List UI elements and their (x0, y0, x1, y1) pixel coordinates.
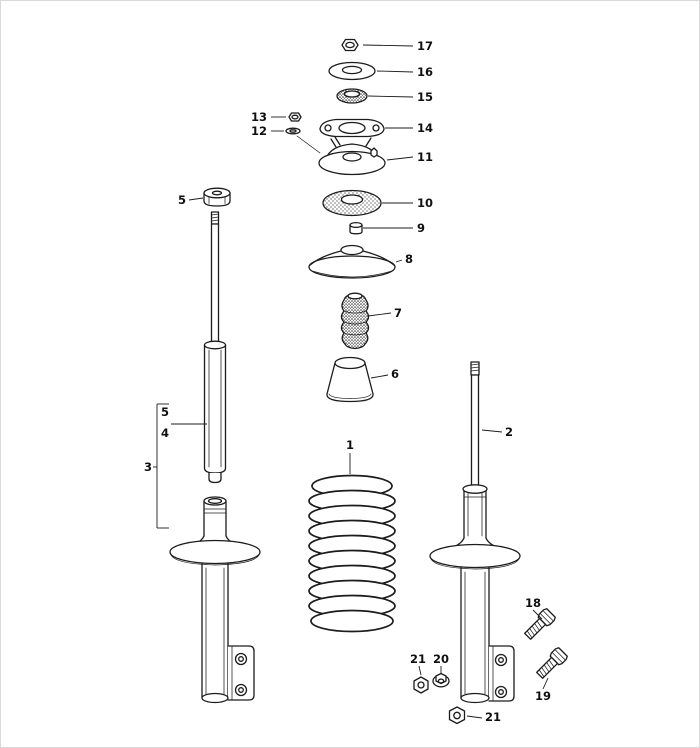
svg-text:5: 5 (178, 193, 186, 207)
callout-5-bracket: 5 (161, 405, 169, 419)
part-16-mount-cap (328, 61, 376, 81)
part-10-spring-seat-rubber (322, 189, 382, 217)
callout-20: 20 (433, 652, 449, 673)
callout-10: 10 (382, 196, 433, 210)
svg-text:9: 9 (417, 221, 425, 235)
svg-text:15: 15 (417, 90, 433, 104)
svg-text:3: 3 (144, 460, 152, 474)
part-18-bolt (521, 607, 557, 643)
callout-19: 19 (535, 677, 551, 703)
part-8-upper-spring-seat (308, 244, 396, 279)
svg-text:11: 11 (417, 150, 433, 164)
callout-2: 2 (481, 425, 513, 439)
callout-14: 14 (385, 121, 433, 135)
svg-text:21: 21 (485, 710, 501, 724)
svg-text:17: 17 (417, 39, 433, 53)
callout-12: 12 (251, 124, 284, 138)
part-13-nut (288, 112, 302, 122)
svg-text:14: 14 (417, 121, 433, 135)
svg-text:20: 20 (433, 652, 449, 666)
svg-text:4: 4 (161, 426, 169, 440)
stud-nut (370, 147, 378, 158)
callout-21-lower: 21 (466, 710, 501, 724)
callout-18: 18 (525, 596, 543, 620)
svg-text:5: 5 (161, 405, 169, 419)
part-11-strut-mount (318, 136, 386, 176)
svg-text:21: 21 (410, 652, 426, 666)
part-7-bump-stopper (340, 292, 370, 350)
part-4-shock-cartridge (203, 211, 227, 484)
callout-1: 1 (346, 438, 354, 474)
left-strut-housing (169, 496, 261, 704)
part-6-dust-boot (326, 356, 374, 403)
callout-6: 6 (370, 367, 399, 381)
svg-text:13: 13 (251, 110, 267, 124)
callout-11: 11 (386, 150, 433, 164)
part-21-nut-upper (413, 676, 429, 694)
svg-text:18: 18 (525, 596, 541, 610)
svg-text:7: 7 (394, 306, 402, 320)
svg-text:12: 12 (251, 124, 267, 138)
callout-15: 15 (367, 90, 433, 104)
callout-5-spacer: 5 (178, 193, 204, 207)
svg-text:10: 10 (417, 196, 433, 210)
svg-text:1: 1 (346, 438, 354, 452)
svg-text:16: 16 (417, 65, 433, 79)
callout-9: 9 (363, 221, 425, 235)
callout-8: 8 (395, 252, 413, 266)
part-1-coil-spring (308, 474, 396, 633)
callout-21-upper: 21 (410, 652, 426, 676)
callout-17: 17 (362, 39, 433, 53)
part-12-washer (285, 127, 321, 154)
svg-text:2: 2 (505, 425, 513, 439)
svg-text:8: 8 (405, 252, 413, 266)
callouts: 17 16 15 14 13 12 11 10 (144, 39, 551, 724)
part-5-spacer (203, 187, 231, 207)
part-15-rubber-insulator (336, 88, 368, 104)
callout-7: 7 (367, 306, 402, 320)
callout-4: 4 (161, 426, 169, 440)
part-9-bushing (349, 221, 363, 235)
part-2-strut-assembly (429, 361, 521, 704)
part-14-mount-plate (319, 118, 385, 138)
part-21-nut-lower (448, 706, 466, 725)
callout-16: 16 (376, 65, 433, 79)
svg-text:19: 19 (535, 689, 551, 703)
callout-13: 13 (251, 110, 286, 124)
part-19-bolt (533, 646, 569, 682)
part-17-lock-nut (341, 38, 359, 52)
svg-text:6: 6 (391, 367, 399, 381)
callout-3: 3 (144, 460, 152, 474)
part-20-flange-nut (432, 672, 450, 688)
assembly-bracket-3 (153, 403, 207, 529)
